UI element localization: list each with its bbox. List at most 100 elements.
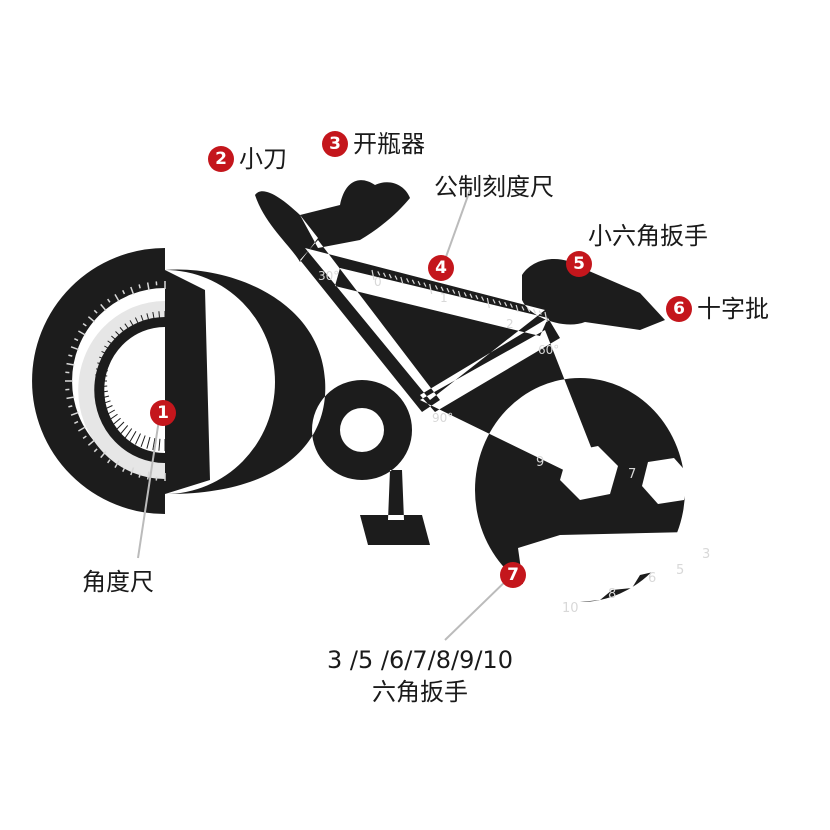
protractor-tick <box>66 362 75 366</box>
engraving-key-3: 3 <box>702 547 710 562</box>
leader-line-protractor <box>137 412 161 559</box>
engraving-ruler-2: 2 <box>506 317 514 331</box>
callout-3-bottle-opener: 3 开瓶器 <box>322 131 425 157</box>
protractor-inner-tick <box>158 438 161 451</box>
label-protractor: 角度尺 <box>82 568 154 596</box>
protractor-inner-tick <box>95 368 108 372</box>
protractor-inner-tick <box>97 395 110 400</box>
callout-badge-5: 5 <box>566 251 592 277</box>
ruler-tick <box>475 294 479 300</box>
protractor-inner-tick <box>158 311 161 324</box>
protractor-inner-scale <box>78 301 166 479</box>
protractor-inner-tick <box>140 435 146 447</box>
callout-badge-6: 6 <box>666 296 692 322</box>
engraving-hex-7: 7 <box>628 467 636 482</box>
ruler-tick <box>452 289 456 294</box>
ruler-tick <box>532 308 537 314</box>
protractor-tick <box>82 435 87 439</box>
bicycle-tool-body <box>165 180 685 602</box>
protractor-inner-tick <box>129 430 137 442</box>
protractor-tick <box>107 459 111 464</box>
ruler-tick <box>515 304 519 313</box>
callout-label-bottle-opener: 开瓶器 <box>353 130 425 158</box>
ruler-tick <box>417 280 421 286</box>
protractor-tick <box>68 405 73 408</box>
protractor-tick <box>114 294 120 302</box>
callout-label-knife: 小刀 <box>239 145 287 173</box>
engraving-key-10: 10 <box>562 601 579 616</box>
protractor-inner-tick <box>104 409 116 417</box>
label-hex-wrench: 六角扳手 <box>372 678 468 706</box>
wrench-key-slot <box>518 532 700 605</box>
callout-badge-7: 7 <box>500 562 526 588</box>
engraving-key-5: 5 <box>676 563 684 578</box>
label-wrench-sizes: 3 /5 /6/7/8/9/10 <box>327 646 513 674</box>
ruler-tick <box>377 271 381 276</box>
protractor-inner-tick <box>152 438 156 451</box>
ruler-tick <box>371 269 375 281</box>
protractor-inner-tick <box>146 313 151 326</box>
protractor-tick <box>100 450 107 459</box>
ruler-tick <box>400 276 404 285</box>
hex-hole-9 <box>560 446 618 500</box>
label-small-hex-wrench: 小六角扳手 <box>588 222 708 250</box>
callout-4: 4 <box>428 255 459 281</box>
protractor-inner-tick <box>115 421 125 431</box>
protractor-inner-tick <box>95 385 108 388</box>
protractor-inner-tick <box>129 320 137 332</box>
protractor-inner-tick <box>97 362 110 367</box>
protractor-tick <box>66 396 75 400</box>
engraving-key-6: 6 <box>648 571 656 586</box>
ruler-tick <box>504 301 508 307</box>
callout-5: 5 <box>566 251 597 277</box>
ruler-tick <box>463 292 467 297</box>
protractor-tick <box>138 473 141 478</box>
ruler-tick <box>521 306 525 311</box>
hex-hole-7 <box>642 458 690 504</box>
ruler-tick <box>457 290 462 299</box>
callout-badge-3: 3 <box>322 131 348 157</box>
ruler-tick <box>527 307 531 313</box>
ruler-tick <box>394 275 398 280</box>
protractor-tick <box>68 354 73 357</box>
ruler-tick <box>469 293 473 299</box>
protractor-inner-tick <box>101 405 113 412</box>
protractor-inner-tick <box>107 413 118 422</box>
protractor-inner-dark <box>94 317 166 463</box>
protractor-inner-tick <box>152 311 156 324</box>
callout-badge-2: 2 <box>208 146 234 172</box>
engraving-angle-90: 90° <box>432 411 453 425</box>
callout-badge-4: 4 <box>428 255 454 281</box>
protractor-tick <box>146 471 150 480</box>
protractor-tick <box>138 284 141 289</box>
protractor-tick <box>87 316 96 323</box>
ruler-tick <box>446 287 450 293</box>
callout-2-knife: 2 小刀 <box>208 146 287 172</box>
protractor-tick <box>130 286 135 295</box>
protractor-inner-tick <box>134 433 141 445</box>
protractor-tick <box>122 290 126 295</box>
ruler-tick <box>382 272 387 278</box>
protractor-outer-ring <box>32 248 166 514</box>
ruler-tick <box>481 296 485 301</box>
protractor-tick <box>107 298 111 303</box>
protractor-inner-tick <box>119 327 129 337</box>
callout-label-phillips: 十字批 <box>697 295 769 323</box>
ruler-tick <box>423 282 427 287</box>
ruler-tick <box>440 286 444 292</box>
ruler-tick <box>492 299 496 304</box>
protractor-tick <box>93 309 98 314</box>
protractor-inner-tick <box>115 331 125 341</box>
protractor-tick <box>130 467 135 476</box>
protractor-inner-tick <box>134 317 141 329</box>
protractor-inner-tick <box>146 436 151 449</box>
ruler-tick <box>429 283 433 295</box>
ruler-tick <box>498 300 502 306</box>
protractor-inner-tick <box>101 350 113 357</box>
ruler-tick <box>411 279 415 285</box>
ruler-tick <box>434 285 438 290</box>
protractor-inner-tick <box>99 356 111 362</box>
protractor-tick <box>114 460 120 468</box>
label-metric-ruler: 公制刻度尺 <box>434 173 554 201</box>
